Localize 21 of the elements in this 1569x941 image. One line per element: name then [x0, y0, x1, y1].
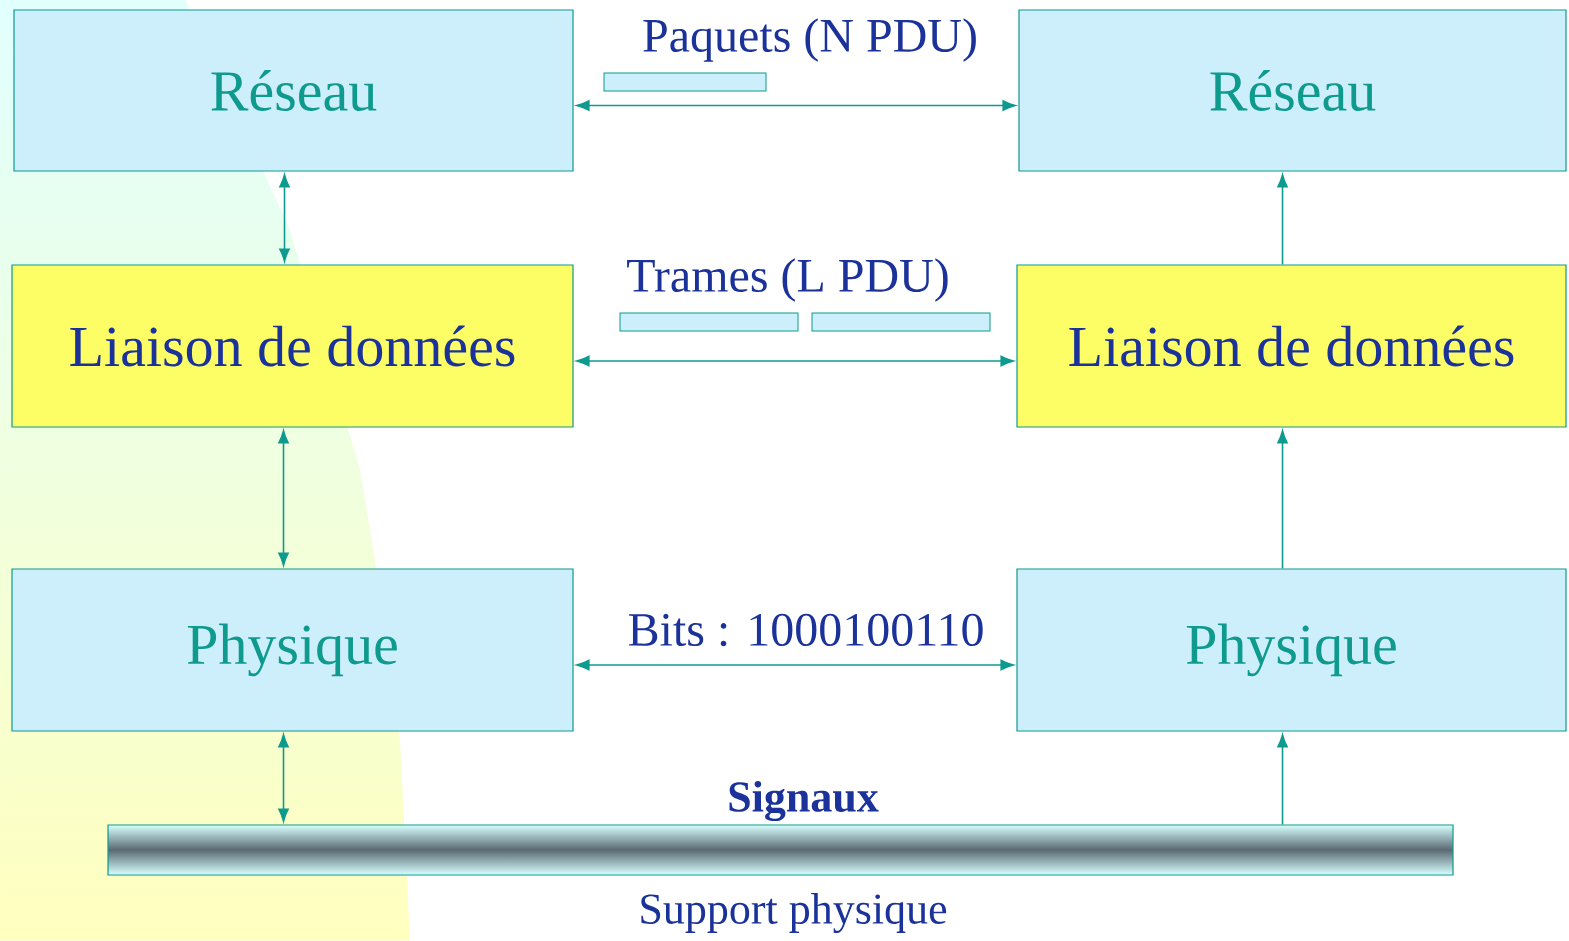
layer-box: Liaison de données	[1016, 264, 1567, 428]
layer-box: Liaison de données	[11, 264, 574, 428]
arrow	[576, 355, 1014, 367]
layer-box: Physique	[11, 568, 574, 732]
node-label: Support physique	[641, 893, 947, 933]
arrow	[576, 659, 1014, 671]
node-label: Signaux	[729, 780, 879, 822]
arrow	[576, 100, 1016, 111]
edge-label: Paquets (N PDU)	[641, 17, 979, 63]
arrow	[278, 430, 289, 566]
edge-label: Trames (L PDU)	[625, 257, 951, 303]
arrow	[1277, 174, 1288, 266]
arrow	[279, 174, 290, 262]
arrow	[1277, 734, 1288, 826]
layer-box: Physique	[1016, 568, 1567, 732]
edge-label: Bits : 1000100110	[626, 612, 986, 648]
layer-box: Réseau	[1018, 9, 1567, 172]
arrow	[278, 734, 289, 822]
arrow	[1277, 430, 1288, 570]
layer-box: Réseau	[13, 9, 574, 172]
medium-bar	[107, 824, 1454, 876]
